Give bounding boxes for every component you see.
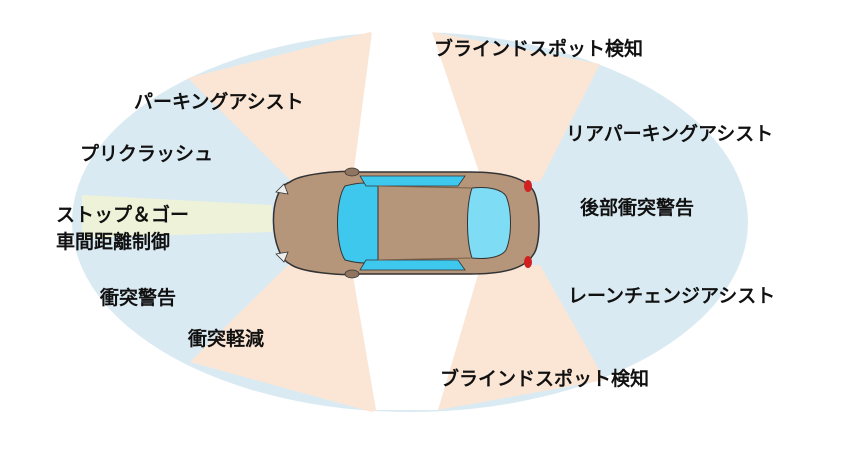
- left-peach-zone-top: [188, 32, 375, 185]
- label-lane-change-assist: レーンチェンジアシスト: [568, 285, 776, 307]
- front-sensor-beam: [82, 195, 272, 238]
- top-gap: [352, 32, 480, 185]
- car-taillight-bottom: [524, 256, 532, 268]
- right-peach-zone-top: [432, 32, 600, 182]
- label-blind-spot-top: ブラインドスポット検知: [434, 38, 644, 60]
- label-blind-spot-bottom: ブラインドスポット検知: [440, 368, 650, 390]
- car-mirror-top: [344, 167, 360, 177]
- car-headlight-bottom: [275, 251, 289, 263]
- bottom-gap: [352, 268, 480, 410]
- label-rear-collision-warning: 後部衝突警告: [580, 197, 695, 219]
- label-stop-go-line1: ストップ＆ゴー: [56, 204, 190, 226]
- car-headlight-top: [275, 183, 289, 195]
- car-rear-window: [467, 187, 511, 259]
- car-roof-line: [377, 185, 473, 189]
- label-collision-mitigation: 衝突軽減: [188, 328, 265, 350]
- car-side-window-top: [359, 175, 466, 187]
- car-windshield: [337, 182, 379, 264]
- car-side-window-bottom: [359, 259, 466, 271]
- label-parking-assist: パーキングアシスト: [134, 91, 304, 113]
- label-pre-crash: プリクラッシュ: [80, 143, 214, 165]
- label-collision-warning: 衝突警告: [100, 287, 177, 309]
- label-rear-parking-assist: リアパーキングアシスト: [566, 123, 774, 145]
- right-peach-zone-bottom: [438, 265, 605, 410]
- car-taillight-top: [524, 180, 532, 192]
- car-roof-line-2: [377, 257, 473, 261]
- car-mirror-bottom: [344, 269, 360, 279]
- left-peach-zone-bottom: [190, 265, 376, 412]
- car: [272, 167, 540, 279]
- label-stop-go-line2: 車間距離制御: [56, 231, 171, 253]
